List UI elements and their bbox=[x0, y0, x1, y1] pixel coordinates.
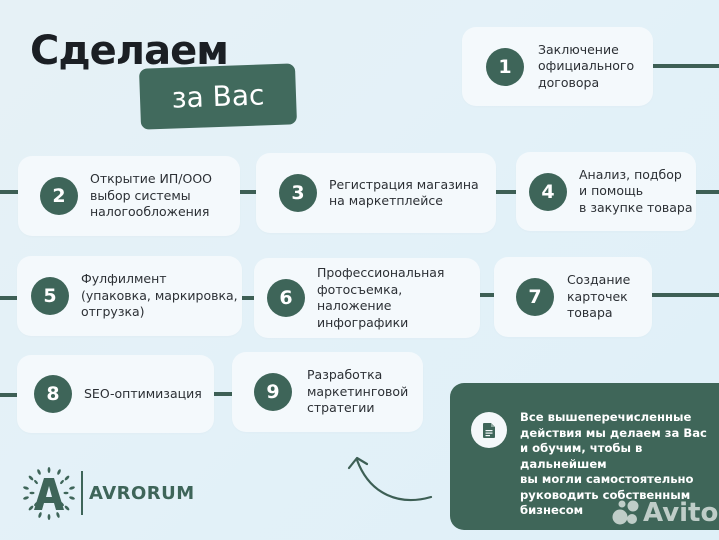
avito-dots-icon bbox=[612, 500, 639, 525]
step-text: Создание карточек товара bbox=[567, 272, 631, 321]
step-text: Фулфилмент (упаковка, маркировка, отгруз… bbox=[81, 271, 238, 320]
avito-label: Avito bbox=[643, 498, 719, 528]
connector-line bbox=[242, 296, 254, 300]
step-card-4: 4 Анализ, подбор и помощь в закупке това… bbox=[516, 152, 696, 231]
step-number-badge: 7 bbox=[516, 278, 554, 316]
step-text: SEO-оптимизация bbox=[84, 385, 202, 401]
connector-line bbox=[480, 293, 494, 297]
document-icon bbox=[471, 412, 507, 448]
connector-line bbox=[0, 190, 18, 194]
step-card-7: 7 Создание карточек товара bbox=[494, 257, 652, 337]
step-card-1: 1 Заключение официального договора bbox=[462, 27, 653, 106]
step-text: Профессиональная фотосъемка, наложение и… bbox=[317, 265, 445, 330]
step-number-badge: 8 bbox=[34, 375, 72, 413]
step-card-8: 8 SEO-оптимизация bbox=[17, 355, 214, 433]
curved-arrow-icon bbox=[347, 456, 433, 502]
logo-divider bbox=[81, 471, 83, 515]
connector-line bbox=[0, 393, 18, 397]
connector-line bbox=[214, 392, 232, 396]
connector-line bbox=[240, 190, 256, 194]
step-card-2: 2 Открытие ИП/ООО выбор системы налогооб… bbox=[18, 156, 240, 236]
step-text: Заключение официального договора bbox=[538, 41, 635, 90]
step-text: Регистрация магазина на маркетплейсе bbox=[329, 176, 479, 209]
step-number-badge: 2 bbox=[40, 177, 78, 215]
step-number-badge: 1 bbox=[486, 47, 524, 86]
step-number-badge: 9 bbox=[254, 373, 292, 411]
connector-line bbox=[653, 64, 719, 68]
title-badge: за Вас bbox=[138, 63, 298, 130]
step-card-9: 9 Разработка маркетинговой стратегии bbox=[232, 352, 423, 432]
brand-logo: AVRORUM bbox=[22, 466, 195, 520]
step-text: Анализ, подбор и помощь в закупке товара bbox=[579, 166, 693, 215]
step-card-5: 5 Фулфилмент (упаковка, маркировка, отгр… bbox=[17, 256, 242, 336]
connector-line bbox=[652, 293, 719, 297]
connector-line bbox=[696, 190, 719, 194]
step-text: Разработка маркетинговой стратегии bbox=[307, 367, 409, 416]
avito-watermark: Avito bbox=[612, 498, 718, 528]
step-number-badge: 3 bbox=[279, 174, 317, 212]
connector-line bbox=[496, 190, 516, 194]
info-text: Все вышеперечисленные действия мы делаем… bbox=[520, 410, 707, 517]
brand-name: AVRORUM bbox=[89, 482, 195, 504]
step-number-badge: 4 bbox=[529, 172, 567, 211]
step-number-badge: 6 bbox=[267, 279, 305, 317]
step-card-3: 3 Регистрация магазина на маркетплейсе bbox=[256, 153, 496, 233]
step-number-badge: 5 bbox=[31, 277, 69, 315]
connector-line bbox=[0, 296, 18, 300]
avrorum-emblem-icon bbox=[23, 467, 75, 520]
step-text: Открытие ИП/ООО выбор системы налогообло… bbox=[90, 171, 213, 220]
info-box bbox=[450, 383, 719, 530]
step-card-6: 6 Профессиональная фотосъемка, наложение… bbox=[254, 258, 480, 338]
